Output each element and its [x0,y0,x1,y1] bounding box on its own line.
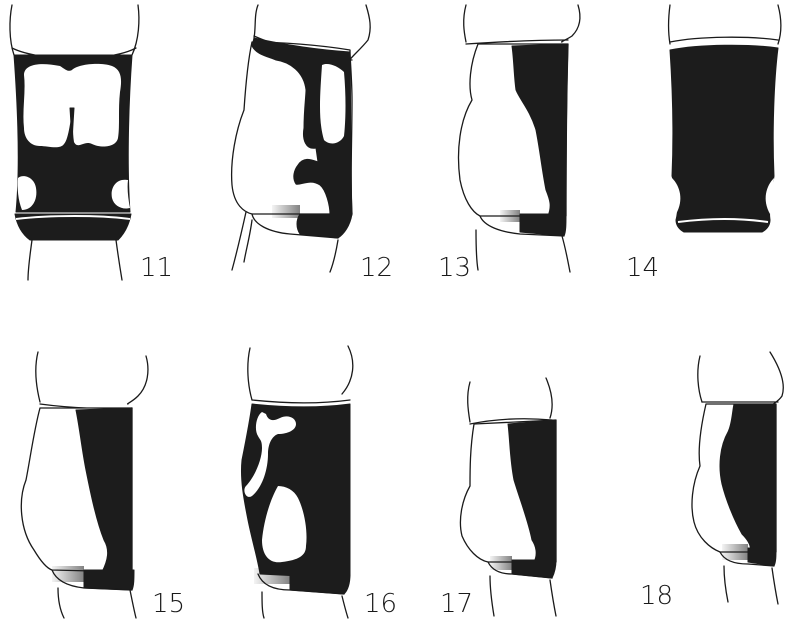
panel-label-12: 12 [360,253,393,283]
panel-14 [669,5,782,232]
panel-16 [241,346,352,618]
panel-label-18: 18 [640,581,673,611]
panel-17 [460,378,556,616]
panel-12 [232,5,371,272]
panel-11 [10,5,139,280]
panel-label-14: 14 [626,253,659,283]
panel-label-16: 16 [364,589,397,619]
panel-13 [459,5,581,272]
panel-15 [21,352,148,618]
panel-label-15: 15 [152,589,185,619]
panel-18 [692,352,783,604]
panel-label-11: 11 [140,253,173,283]
panel-label-13: 13 [438,253,471,283]
panel-label-17: 17 [440,589,473,619]
